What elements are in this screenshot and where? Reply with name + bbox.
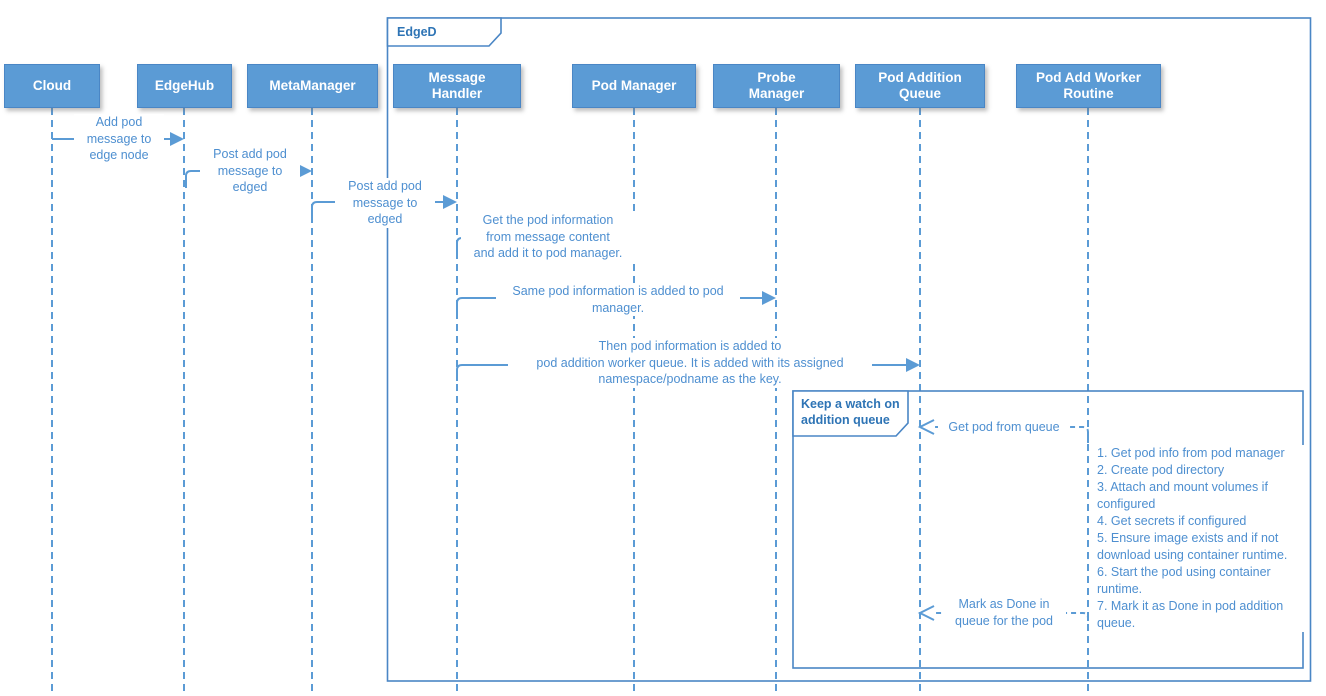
- edged-frame-label: EdgeD: [397, 25, 437, 39]
- note-item: 4. Get secrets if configured: [1097, 514, 1247, 528]
- open-arrowheads: [917, 419, 935, 621]
- actor-metamanager: MetaManager: [247, 64, 378, 108]
- note-item: 3. Attach and mount volumes if configure…: [1097, 480, 1268, 511]
- arrow-post-add-pod-1: [185, 170, 298, 188]
- actor-label: EdgeHub: [154, 78, 215, 93]
- note-item: 5. Ensure image exists and if not downlo…: [1097, 531, 1288, 562]
- actor-pod-add-worker-routine: Pod Add Worker Routine: [1016, 64, 1161, 108]
- arrow-same-pod-info: [456, 297, 762, 314]
- arrowhead-icon: [298, 164, 312, 178]
- actor-label: Handler: [431, 86, 483, 101]
- open-arrowhead-icon: [917, 605, 935, 621]
- actor-cloud: Cloud: [4, 64, 100, 108]
- actor-label: Queue: [898, 86, 941, 101]
- arrowhead-icon: [762, 291, 776, 305]
- message-line: message to: [86, 131, 152, 146]
- actor-edgehub: EdgeHub: [137, 64, 232, 108]
- actor-message-handler: Message Handler: [393, 64, 521, 108]
- message-line: Get pod from queue: [948, 420, 1060, 434]
- actor-label: Routine: [1063, 86, 1114, 101]
- message-line: Then pod information is added to: [598, 339, 782, 353]
- arrowhead-icon: [906, 358, 920, 372]
- message-line: and add it to pod manager.: [473, 246, 623, 260]
- watch-frame-label: Keep a watch on addition queue: [801, 396, 900, 428]
- worker-steps-note: 1. Get pod info from pod manager 2. Crea…: [1097, 445, 1309, 632]
- actor-label: Pod Manager: [591, 78, 677, 93]
- message-line: edged: [367, 212, 403, 226]
- message-line: edge node: [89, 148, 149, 162]
- message-label-same-pod-info: Same pod information is added to pod man…: [496, 283, 740, 316]
- message-label-add-pod: Add pod message to edge node: [74, 114, 164, 164]
- actor-label: Pod Addition: [878, 70, 962, 85]
- message-line: from message content: [486, 229, 610, 244]
- actor-label: Manager: [748, 86, 805, 101]
- actor-label: Probe: [757, 70, 796, 85]
- message-line: Same pod information is added to pod: [512, 284, 724, 298]
- message-line: Mark as Done in: [958, 597, 1050, 611]
- watch-frame-label-line2: addition queue: [801, 413, 890, 427]
- message-line: queue for the pod: [955, 613, 1053, 628]
- message-line: Post add pod: [348, 179, 422, 193]
- edged-frame: [386, 17, 1312, 682]
- message-line: message to: [352, 195, 418, 210]
- watch-frame-label-line1: Keep a watch on: [801, 397, 900, 411]
- actor-label: Cloud: [32, 78, 72, 93]
- note-item: 7. Mark it as Done in pod addition queue…: [1097, 599, 1284, 630]
- watch-frame-label-tab: [792, 390, 909, 437]
- arrowhead-icon: [443, 195, 457, 209]
- lifelines: [51, 108, 1089, 696]
- actor-label: Pod Add Worker: [1035, 70, 1141, 85]
- message-line: edged: [232, 180, 268, 194]
- actor-pod-addition-queue: Pod Addition Queue: [855, 64, 985, 108]
- actor-probe-manager: Probe Manager: [713, 64, 840, 108]
- arrow-get-pod-from-queue: [934, 426, 1089, 443]
- arrow-post-add-pod-2: [311, 201, 443, 219]
- note-item: 1. Get pod info from pod manager: [1097, 446, 1285, 460]
- edged-frame-label-tab: [386, 17, 502, 47]
- actor-label: Message: [428, 70, 486, 85]
- message-line: message to: [217, 163, 283, 178]
- arrow-mark-as-done: [934, 612, 1089, 630]
- message-line: pod addition worker queue. It is added w…: [536, 355, 844, 370]
- arrowhead-icon: [170, 132, 184, 146]
- message-label-get-pod-info: Get the pod information from message con…: [461, 212, 635, 262]
- message-line: Post add pod: [213, 147, 287, 161]
- message-line: manager.: [591, 300, 645, 315]
- actor-label: MetaManager: [269, 78, 356, 93]
- message-label-mark-as-done: Mark as Done in queue for the pod: [942, 596, 1066, 629]
- message-line: namespace/podname as the key.: [598, 372, 782, 386]
- note-item: 6. Start the pod using container runtime…: [1097, 565, 1271, 596]
- arrow-then-pod-info: [456, 364, 906, 381]
- message-label-post-add-pod-1: Post add pod message to edged: [200, 146, 300, 196]
- actor-pod-manager: Pod Manager: [572, 64, 696, 108]
- message-line: Add pod: [95, 115, 143, 129]
- message-line: Get the pod information: [482, 213, 614, 227]
- open-arrowhead-icon: [917, 419, 935, 435]
- message-label-post-add-pod-2: Post add pod message to edged: [335, 178, 435, 228]
- note-item: 2. Create pod directory: [1097, 463, 1225, 477]
- message-label-get-pod-from-queue: Get pod from queue: [938, 419, 1070, 436]
- message-label-then-pod-info: Then pod information is added to pod add…: [508, 338, 872, 388]
